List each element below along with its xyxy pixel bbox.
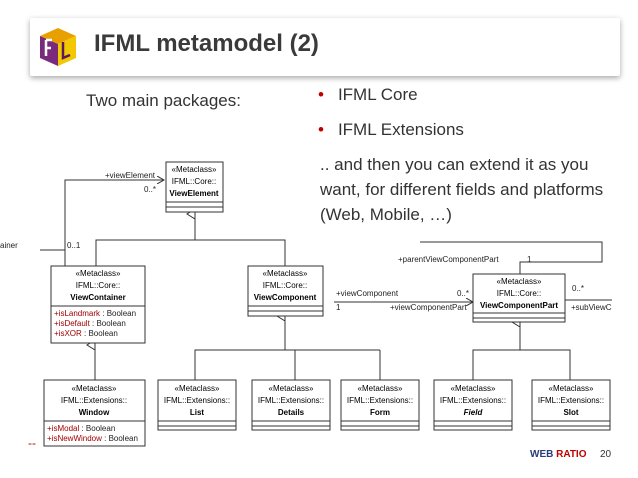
class-attribute: +isNewWindow : Boolean (47, 434, 138, 443)
container-role-label: ainer (0, 241, 18, 250)
class-stereotype: «Metaclass» (263, 269, 308, 278)
parent-role-label: +parentViewComponentPart (398, 255, 499, 264)
class-package: IFML::Extensions:: (538, 396, 604, 405)
class-list: «Metaclass» IFML::Extensions:: List (157, 379, 237, 431)
class-stereotype: «Metaclass» (76, 269, 121, 278)
class-details: «Metaclass» IFML::Extensions:: Details (251, 379, 331, 431)
class-attribute: +isDefault : Boolean (54, 319, 126, 328)
page-number: 20 (600, 449, 612, 460)
sub-role-label: +subViewC (571, 303, 612, 312)
class-package: IFML::Core:: (497, 289, 541, 298)
class-name: ViewElement (169, 189, 219, 198)
bullet-label: IFML Core (337, 85, 418, 104)
class-package: IFML::Extensions:: (347, 396, 413, 405)
class-package: IFML::Extensions:: (258, 396, 324, 405)
class-stereotype: «Metaclass» (451, 384, 496, 393)
class-name: ViewComponent (254, 293, 317, 302)
class-package: IFML::Core:: (76, 281, 120, 290)
slide-title: IFML metamodel (2) (94, 30, 319, 57)
class-stereotype: «Metaclass» (497, 277, 542, 286)
class-view-container: «Metaclass» IFML::Core:: ViewContainer +… (50, 265, 146, 344)
multiplicity-label: 0..* (144, 185, 156, 194)
intro-text: Two main packages: (86, 91, 241, 110)
association-labels: +viewElement 0..* ainer 0..1 +viewCompon… (0, 171, 612, 312)
class-attribute: +isLandmark : Boolean (54, 309, 136, 318)
generalization-container (95, 214, 196, 266)
multiplicity-label: 0..* (457, 289, 469, 298)
bullet-label: IFML Extensions (337, 120, 464, 139)
class-stereotype: «Metaclass» (358, 384, 403, 393)
class-stereotype: «Metaclass» (549, 384, 594, 393)
class-name: Slot (563, 408, 578, 417)
class-stereotype: «Metaclass» (72, 384, 117, 393)
class-package: IFML::Extensions:: (164, 396, 230, 405)
class-package: IFML::Extensions:: (440, 396, 506, 405)
class-name: Details (278, 408, 305, 417)
class-attribute: +isModal : Boolean (47, 424, 115, 433)
class-name: ViewComponentPart (480, 301, 558, 310)
decorative-mark: -- (28, 436, 36, 450)
multiplicity-label: 0..1 (67, 241, 81, 250)
bullet-dot: • (318, 85, 324, 104)
class-window: «Metaclass» IFML::Extensions:: Window +i… (43, 379, 146, 447)
generalization-extensions-component (194, 316, 381, 380)
parent-association (420, 241, 603, 274)
extension-note: .. and then you can extend it as you wan… (320, 155, 604, 224)
class-package: IFML::Extensions:: (61, 396, 127, 405)
class-stereotype: «Metaclass» (175, 384, 220, 393)
view-component-role-label: +viewComponent (336, 289, 399, 298)
webratio-logo: WEB RATIO (530, 449, 587, 460)
class-name: Form (370, 408, 390, 417)
class-package: IFML::Core:: (263, 281, 307, 290)
class-name: Field (464, 408, 484, 417)
view-component-part-role-label: +viewComponentPart (390, 303, 467, 312)
view-element-role-label: +viewElement (105, 171, 156, 180)
brand-web: WEB (530, 449, 554, 460)
class-attribute: +isXOR : Boolean (54, 329, 118, 338)
multiplicity-label: 1 (336, 303, 341, 312)
bullet-ifml-extensions: • IFML Extensions (318, 120, 464, 140)
generalization-extensions-part (472, 322, 571, 380)
class-view-component: «Metaclass» IFML::Core:: ViewComponent (247, 265, 324, 317)
multiplicity-label: 0..* (572, 284, 584, 293)
class-stereotype: «Metaclass» (269, 384, 314, 393)
class-form: «Metaclass» IFML::Extensions:: Form (340, 379, 420, 431)
connectors (40, 180, 612, 380)
class-view-element: «Metaclass» IFML::Core:: ViewElement (165, 161, 224, 213)
class-stereotype: «Metaclass» (172, 165, 217, 174)
class-name: List (190, 408, 205, 417)
class-slot: «Metaclass» IFML::Extensions:: Slot (531, 379, 611, 431)
class-field: «Metaclass» IFML::Extensions:: Field (433, 379, 513, 431)
view-element-association (64, 180, 164, 266)
bullet-ifml-core: • IFML Core (318, 85, 418, 105)
class-name: Window (79, 408, 110, 417)
brand-ratio: RATIO (556, 449, 587, 460)
title-band: IFML metamodel (2) (30, 18, 620, 76)
ifml-logo (40, 28, 76, 66)
class-package: IFML::Core:: (172, 177, 216, 186)
class-name: ViewContainer (70, 293, 125, 302)
generalization-component (195, 239, 286, 266)
multiplicity-label: 1 (527, 255, 532, 264)
bullet-dot: • (318, 120, 324, 139)
class-view-component-part: «Metaclass» IFML::Core:: ViewComponentPa… (472, 273, 566, 323)
